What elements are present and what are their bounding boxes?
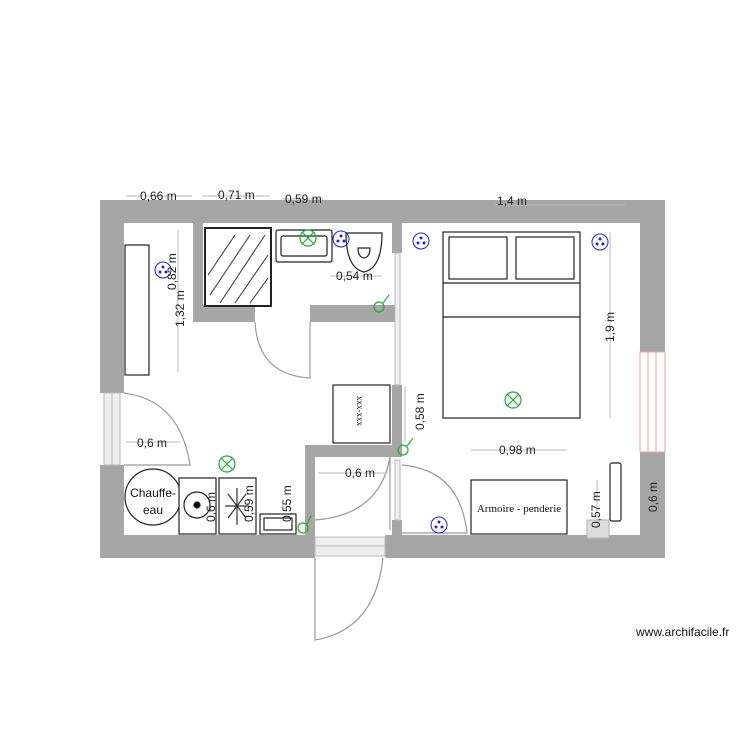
furniture xyxy=(124,227,622,539)
door-entrance xyxy=(314,557,384,641)
dim-side: 0,57 m xyxy=(589,491,603,528)
door-bathroom xyxy=(254,321,311,379)
watermark: www.archifacile.fr xyxy=(636,625,730,639)
wall-right-lower xyxy=(640,452,665,558)
shower-hatch xyxy=(207,234,269,304)
wall-bath-right xyxy=(310,305,395,322)
dimension-lines xyxy=(126,195,625,520)
dimension-labels: 0,66 m 0,71 m 0,59 m 1,4 m 0,82 m 1,32 m… xyxy=(137,188,660,528)
wall-mid-mid xyxy=(392,385,402,445)
wall-bottom-left xyxy=(100,535,315,558)
shower xyxy=(204,227,272,307)
outlet-icon xyxy=(332,230,350,248)
nightstand xyxy=(586,519,610,539)
wall-bath-left xyxy=(193,305,255,322)
closet-label: xxx-xxx xyxy=(355,396,365,426)
pillow-left xyxy=(448,236,508,280)
wall-mid-top xyxy=(392,223,402,253)
dim-wc: 0,54 m xyxy=(336,269,373,283)
snowflake-icon xyxy=(225,488,249,525)
wall-closet xyxy=(305,445,402,457)
water-heater-label-1: Chauffe- xyxy=(130,486,176,500)
wall-mid-bottom xyxy=(392,520,402,535)
switch-icon xyxy=(297,515,312,534)
outlet-icon xyxy=(412,232,430,250)
dim-left-082: 0,82 m xyxy=(165,253,179,290)
walls xyxy=(100,200,665,558)
dim-closet: 0,6 m xyxy=(345,466,375,480)
switch-icon xyxy=(373,294,390,313)
wall-bottom-right xyxy=(385,535,665,558)
dim-wall-058: 0,58 m xyxy=(413,393,427,430)
outlets xyxy=(154,230,609,534)
closet-box xyxy=(332,384,391,444)
outlet-icon xyxy=(430,516,448,534)
wardrobe xyxy=(470,479,568,535)
wall-top xyxy=(100,200,665,223)
openings xyxy=(103,252,401,557)
window-mid xyxy=(394,252,401,386)
pillow-right xyxy=(515,236,575,280)
ceiling-light-icon xyxy=(218,455,236,473)
ceiling-light-icon xyxy=(504,391,522,409)
dim-right: 0,6 m xyxy=(646,482,660,512)
outlet-icon xyxy=(591,233,609,251)
wall-bath-side xyxy=(193,223,203,322)
water-heater-label-2: eau xyxy=(143,503,163,517)
wall-closet-side xyxy=(305,445,315,535)
wardrobe-label: Armoire - penderie xyxy=(477,503,561,515)
door-bedroom xyxy=(401,464,468,534)
dim-top-1: 0,66 m xyxy=(140,189,177,203)
wall-left-upper xyxy=(100,200,124,393)
dim-washer: 0,6 m xyxy=(204,492,218,522)
door-left xyxy=(123,392,191,466)
dim-wardrobe: 0,98 m xyxy=(499,443,536,457)
switch-icon xyxy=(397,437,414,456)
dim-left-132: 1,32 m xyxy=(173,290,187,327)
window-right xyxy=(639,351,666,453)
dim-hall: 0,6 m xyxy=(137,436,167,450)
door-swings xyxy=(123,321,468,641)
radiator xyxy=(609,462,622,522)
outlet-icon xyxy=(154,261,172,279)
dim-sink: 0,55 m xyxy=(280,485,294,522)
dim-top-2: 0,71 m xyxy=(218,188,255,202)
bench xyxy=(124,244,150,376)
door-closet xyxy=(314,456,391,521)
dim-bed: 1,9 m xyxy=(603,312,617,342)
dim-top-4: 1,4 m xyxy=(497,194,527,208)
ceiling-light-icon xyxy=(299,229,317,247)
wall-right-upper xyxy=(640,200,665,352)
dim-fridge: 0,59 m xyxy=(242,485,256,522)
lights xyxy=(218,229,522,534)
dim-top-3: 0,59 m xyxy=(285,192,322,206)
